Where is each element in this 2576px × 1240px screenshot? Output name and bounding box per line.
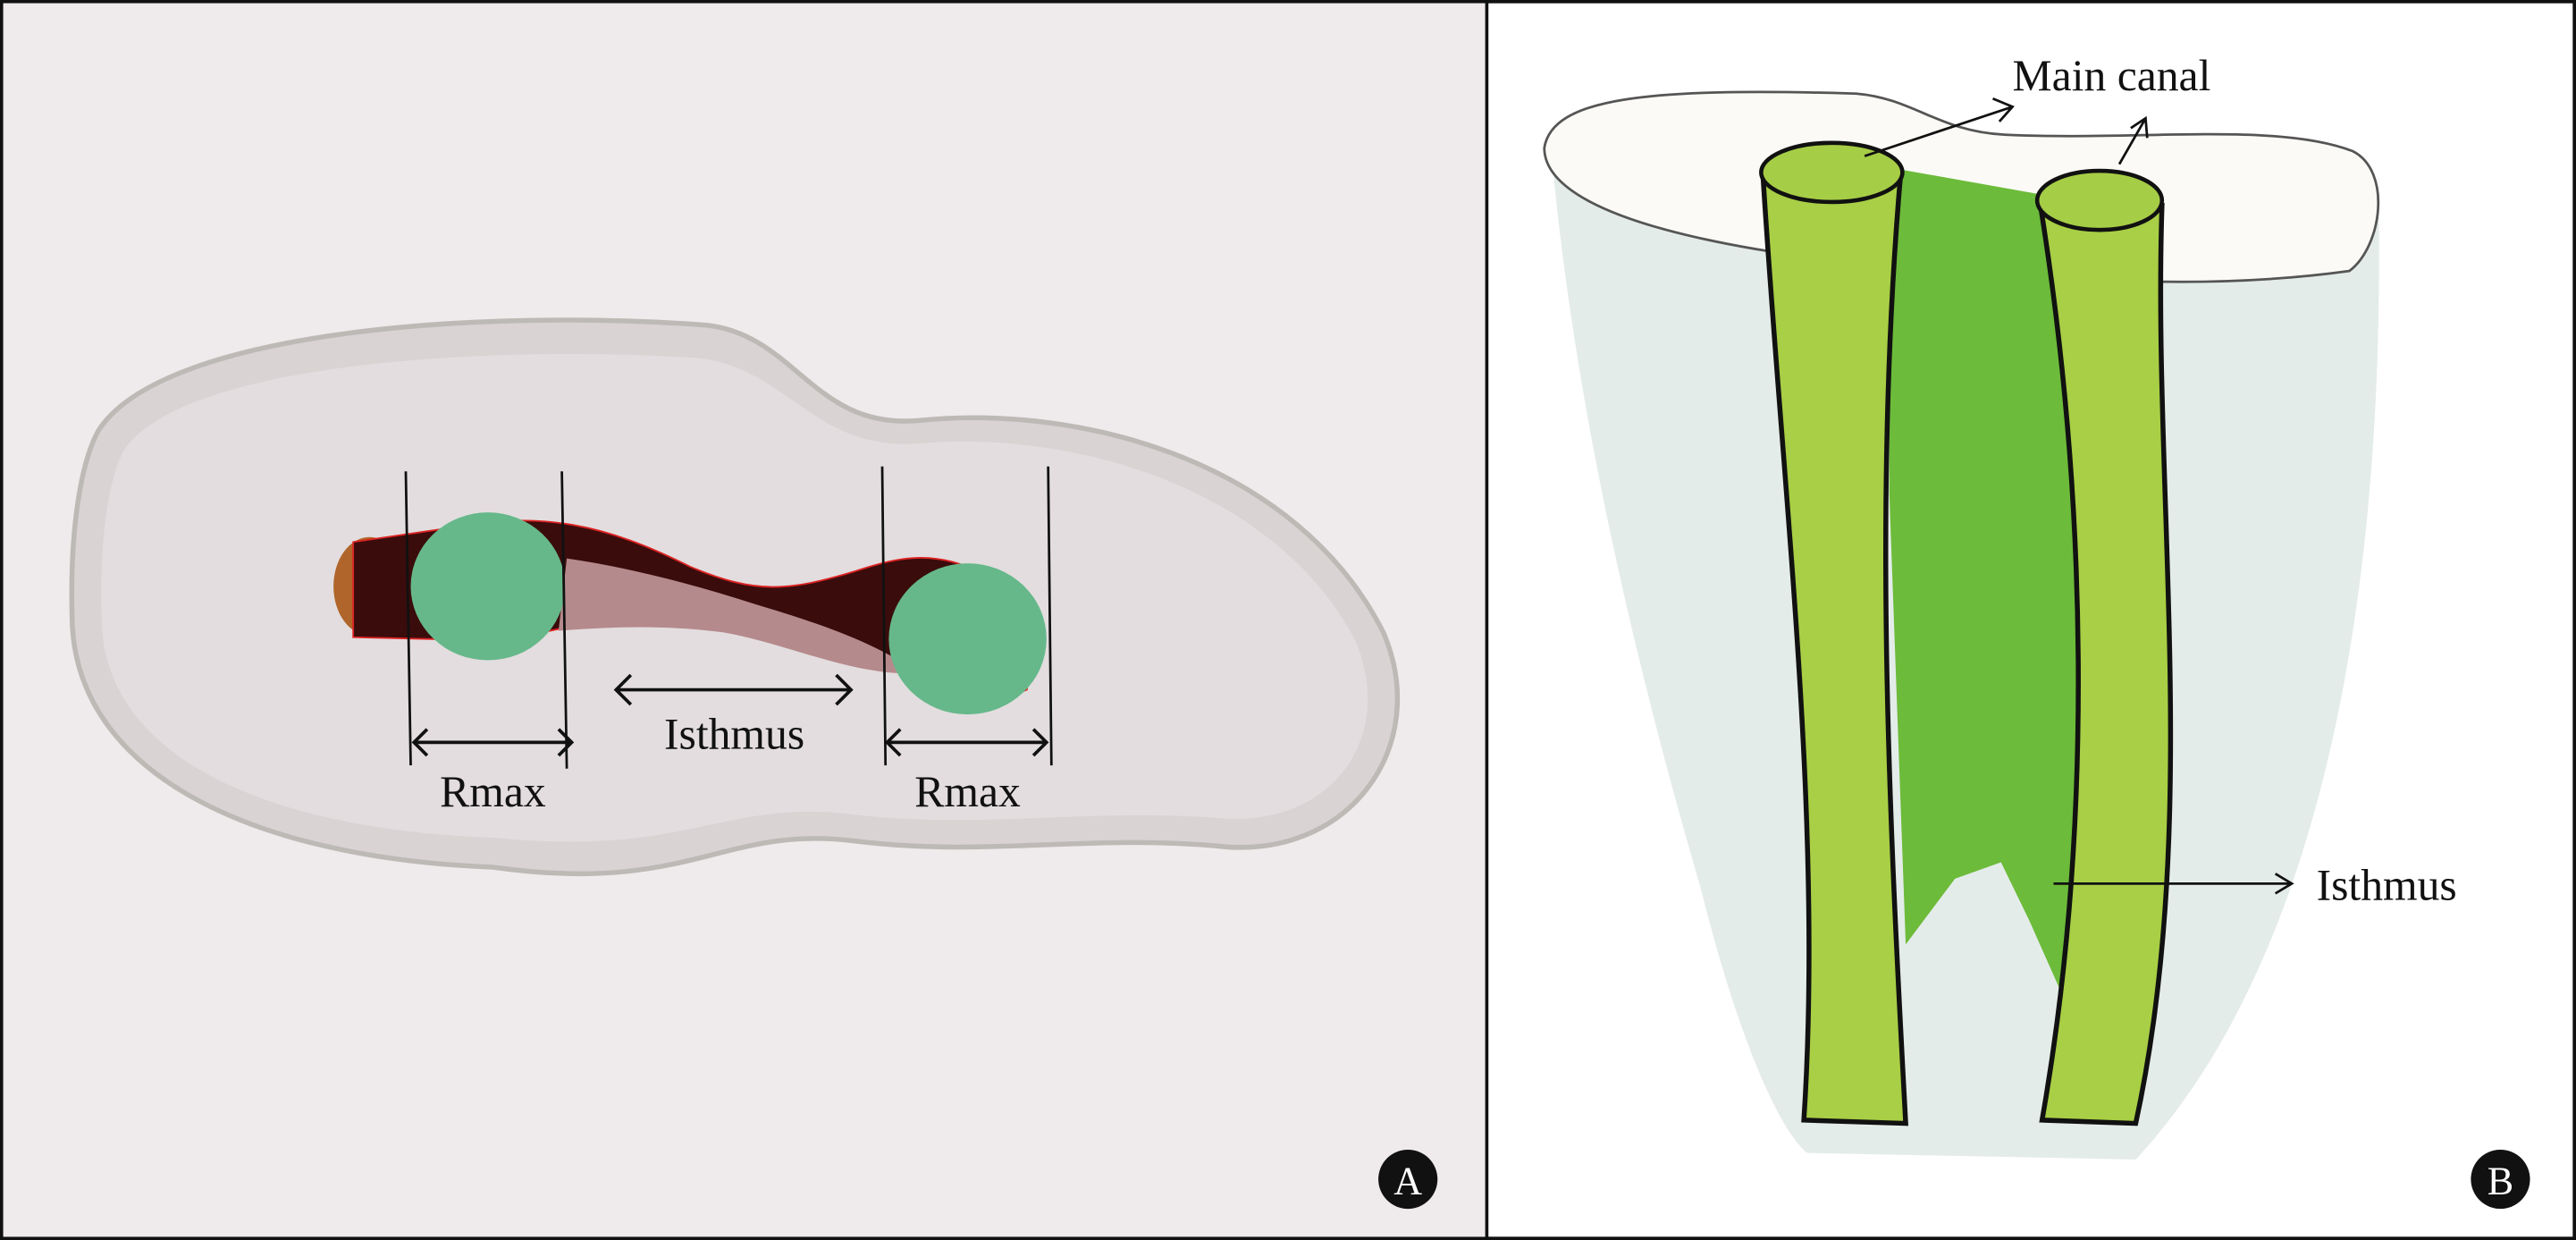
panel-a: Rmax Isthmus Rmax A — [3, 3, 1486, 1237]
isthmus-arrow-b — [2053, 873, 2294, 895]
panel-b-badge-label: B — [2488, 1160, 2513, 1203]
isthmus-web — [558, 558, 921, 674]
canal-system — [333, 512, 1047, 715]
measurement-lines — [404, 466, 1053, 769]
panel-a-badge — [1378, 1149, 1438, 1210]
isthmus-label-b: Isthmus — [2317, 861, 2457, 910]
rmax-right-arrow — [884, 728, 1049, 757]
callout-arrows — [1864, 97, 2294, 895]
panel-b: Main canal Isthmus B — [1543, 51, 2530, 1210]
main-canal-arrow-right — [2117, 115, 2149, 165]
main-canal-right — [2037, 202, 2174, 1126]
rmax-right-line-1 — [880, 466, 888, 766]
rmax-left-label: Rmax — [440, 767, 546, 816]
panel-b-badge — [2471, 1149, 2530, 1210]
rmax-left-arrow — [411, 728, 575, 757]
main-canal-label: Main canal — [2013, 51, 2211, 100]
isthmus-arrow — [613, 673, 854, 706]
rmax-right-label: Rmax — [914, 767, 1021, 816]
panel-a-badge-label: A — [1393, 1160, 1422, 1203]
inscribed-sphere-right — [888, 563, 1047, 715]
inscribed-sphere-left — [410, 512, 566, 661]
isthmus-label-a: Isthmus — [664, 710, 804, 759]
main-canal-left — [1760, 170, 1909, 1126]
rmax-left-line-1 — [404, 471, 412, 766]
main-canal-right-orifice — [2034, 168, 2165, 232]
rmax-left-line-2 — [560, 471, 568, 769]
main-canal-left-orifice — [1759, 140, 1905, 205]
dimension-arrows — [411, 673, 1049, 757]
main-canal-arrow-left — [1864, 97, 2015, 157]
rmax-right-line-2 — [1047, 466, 1053, 766]
